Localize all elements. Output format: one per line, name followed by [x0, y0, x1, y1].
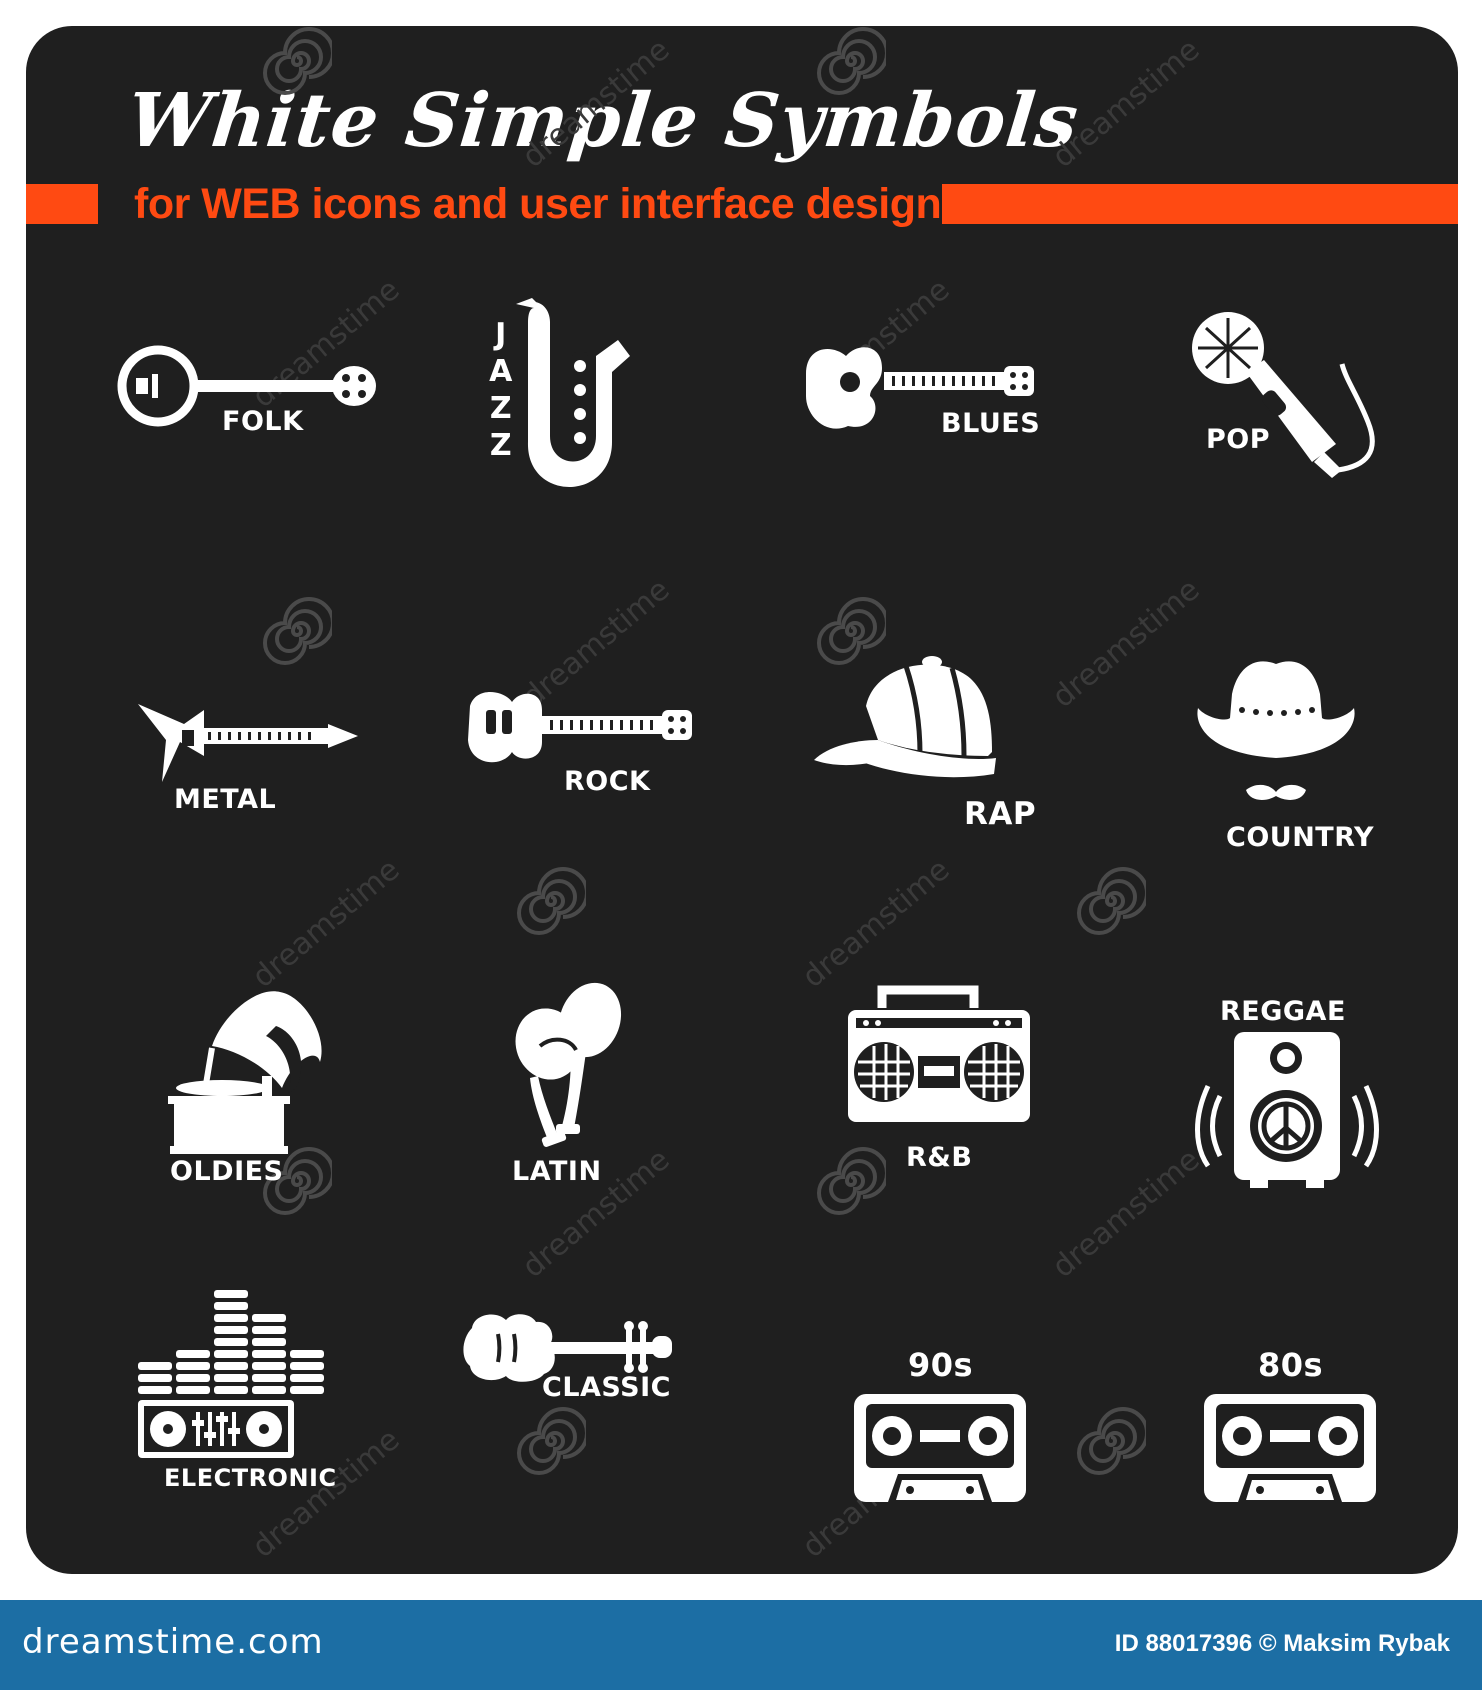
- icon-sheet-panel: White Simple Symbols for WEB icons and u…: [26, 26, 1458, 1574]
- icon-tile-reggae: REGGAE: [1146, 956, 1446, 1256]
- watermark-spiral-icon: [1076, 866, 1149, 936]
- accent-stripe-left: [26, 184, 98, 224]
- cassette-icon: [854, 1394, 1026, 1502]
- icon-label: OLDIES: [170, 1156, 284, 1187]
- icon-label: R&B: [906, 1142, 973, 1173]
- footer-bar: dreamstime.com ID 88017396 © Maksim Ryba…: [0, 1600, 1482, 1690]
- watermark-spiral-icon: [262, 26, 335, 96]
- icon-tile-folk: FOLK: [96, 256, 396, 556]
- icon-tile-electronic: ELECTRONIC: [96, 1290, 396, 1574]
- watermark-spiral-icon: [262, 1146, 335, 1216]
- electric-guitar-icon: [468, 692, 692, 763]
- icon-tile-country: COUNTRY: [1146, 606, 1446, 906]
- page-subtitle: for WEB icons and user interface design: [134, 180, 942, 228]
- watermark-spiral-icon: [262, 596, 335, 666]
- icon-label: 80s: [1258, 1346, 1324, 1384]
- saxophone-icon: [516, 298, 630, 487]
- icon-tile-classic: CLASSIC: [446, 1296, 746, 1574]
- icon-label: RAP: [964, 796, 1037, 832]
- icon-tile-rap: RAP: [796, 606, 1096, 906]
- icon-label: REGGAE: [1220, 996, 1346, 1027]
- violin-icon: [463, 1314, 672, 1382]
- cowboy-hat-icon: [1197, 661, 1355, 800]
- icon-label: CLASSIC: [542, 1372, 671, 1403]
- footer-credit: ID 88017396 © Maksim Rybak: [1114, 1630, 1450, 1657]
- dj-equalizer-icon: [138, 1290, 324, 1458]
- acoustic-guitar-icon: [806, 347, 1034, 429]
- footer-brand[interactable]: dreamstime.com: [22, 1622, 324, 1662]
- icon-tile-latin: LATIN: [446, 956, 746, 1256]
- icon-tile-pop: POP: [1146, 256, 1446, 556]
- icon-label: LATIN: [512, 1156, 602, 1187]
- cassette-icon: [1204, 1394, 1376, 1502]
- watermark-spiral-icon: [1076, 1406, 1149, 1476]
- watermark-spiral-icon: [816, 596, 889, 666]
- gramophone-icon: [168, 991, 322, 1154]
- microphone-icon: [1192, 312, 1375, 478]
- speaker-peace-icon: [1195, 1032, 1379, 1188]
- watermark-spiral-icon: [816, 1146, 889, 1216]
- icon-label: ELECTRONIC: [164, 1464, 337, 1492]
- icon-label: COUNTRY: [1226, 822, 1375, 853]
- icon-tile-80s: 80s: [1146, 1296, 1446, 1574]
- icon-tile-blues: BLUES: [796, 256, 1096, 556]
- icon-label: BLUES: [941, 408, 1041, 439]
- icon-label: FOLK: [222, 406, 304, 437]
- icon-label: METAL: [174, 784, 277, 815]
- icon-tile-oldies: OLDIES: [96, 956, 396, 1256]
- icon-tile-rnb: R&B: [796, 956, 1096, 1256]
- cap-icon: [814, 656, 996, 778]
- icon-tile-metal: METAL: [96, 606, 396, 906]
- maracas-icon: [515, 982, 622, 1147]
- watermark-spiral-icon: [816, 26, 889, 96]
- metal-guitar-icon: [138, 704, 358, 782]
- icon-label: 90s: [908, 1346, 974, 1384]
- watermark-spiral-icon: [516, 866, 589, 936]
- icon-tile-90s: 90s: [796, 1296, 1096, 1574]
- boombox-icon: [848, 985, 1030, 1122]
- icon-label: ROCK: [564, 766, 651, 797]
- accent-stripe-right: [942, 184, 1458, 224]
- icon-tile-rock: ROCK: [446, 606, 746, 906]
- watermark-spiral-icon: [516, 1406, 589, 1476]
- banjo-icon: [117, 345, 376, 427]
- icon-label: POP: [1206, 424, 1271, 455]
